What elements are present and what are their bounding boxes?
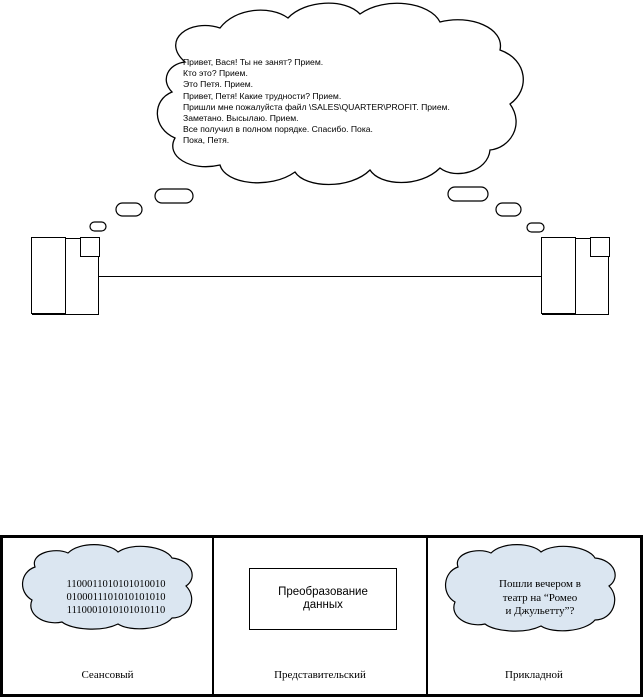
dialog-line: Пока, Петя. — [183, 135, 230, 146]
dialog-line: Привет, Петя! Какие трудности? Прием. — [183, 90, 342, 101]
dialog-line: Все получил в полном порядке. Спасибо. П… — [183, 124, 373, 135]
thought-bubble-left-3 — [89, 221, 107, 232]
thought-bubble-right-3 — [526, 222, 545, 233]
thought-bubble-right-2 — [495, 202, 522, 217]
application-line: Пошли вечером в — [499, 578, 581, 590]
thought-bubble-right-1 — [447, 186, 489, 202]
dialog-line: Это Петя. Прием. — [183, 79, 254, 90]
application-label: Прикладной — [505, 669, 563, 681]
right-computer-tower — [541, 237, 577, 315]
dialog-line: Кто это? Прием. — [183, 68, 248, 79]
left-computer-tower — [31, 237, 67, 315]
panel-divider-2 — [426, 538, 428, 694]
session-binary: 1100011010101010010 0100011101010101010 … — [61, 578, 171, 617]
transform-line: данных — [303, 599, 343, 611]
dialog-line: Заметано. Высылаю. Прием. — [183, 113, 299, 124]
right-computer-drive — [590, 237, 610, 258]
right-computer — [541, 237, 610, 315]
dialog-text: Привет, Вася! Ты не занят? Прием. Кто эт… — [183, 57, 513, 147]
transform-line: Преобразование — [278, 586, 368, 598]
binary-line: 1100011010101010010 — [66, 579, 166, 590]
thought-bubble-left-2 — [115, 202, 143, 217]
presentation-label: Представительский — [274, 669, 366, 681]
binary-line: 1110001010101010110 — [66, 605, 166, 616]
session-cloud — [22, 544, 193, 630]
left-computer — [31, 237, 100, 315]
transform-box: Преобразование данных — [249, 568, 397, 630]
connection-line — [99, 276, 543, 277]
left-computer-drive — [80, 237, 100, 258]
dialog-line: Пришли мне пожалуйста файл \SALES\QUARTE… — [183, 101, 450, 112]
binary-line: 0100011101010101010 — [66, 592, 166, 603]
thought-bubble-left-1 — [154, 188, 194, 204]
application-line: и Джульетту”? — [505, 605, 575, 617]
speech-cloud — [156, 2, 524, 186]
panel-divider-1 — [212, 538, 214, 694]
session-label: Сеансовый — [81, 669, 134, 681]
dialog-line: Привет, Вася! Ты не занят? Прием. — [183, 57, 324, 67]
application-cloud — [445, 544, 616, 632]
layers-panel — [0, 535, 643, 697]
application-text: Пошли вечером в театр на “Ромео и Джулье… — [480, 578, 600, 619]
application-line: театр на “Ромео — [502, 591, 578, 604]
